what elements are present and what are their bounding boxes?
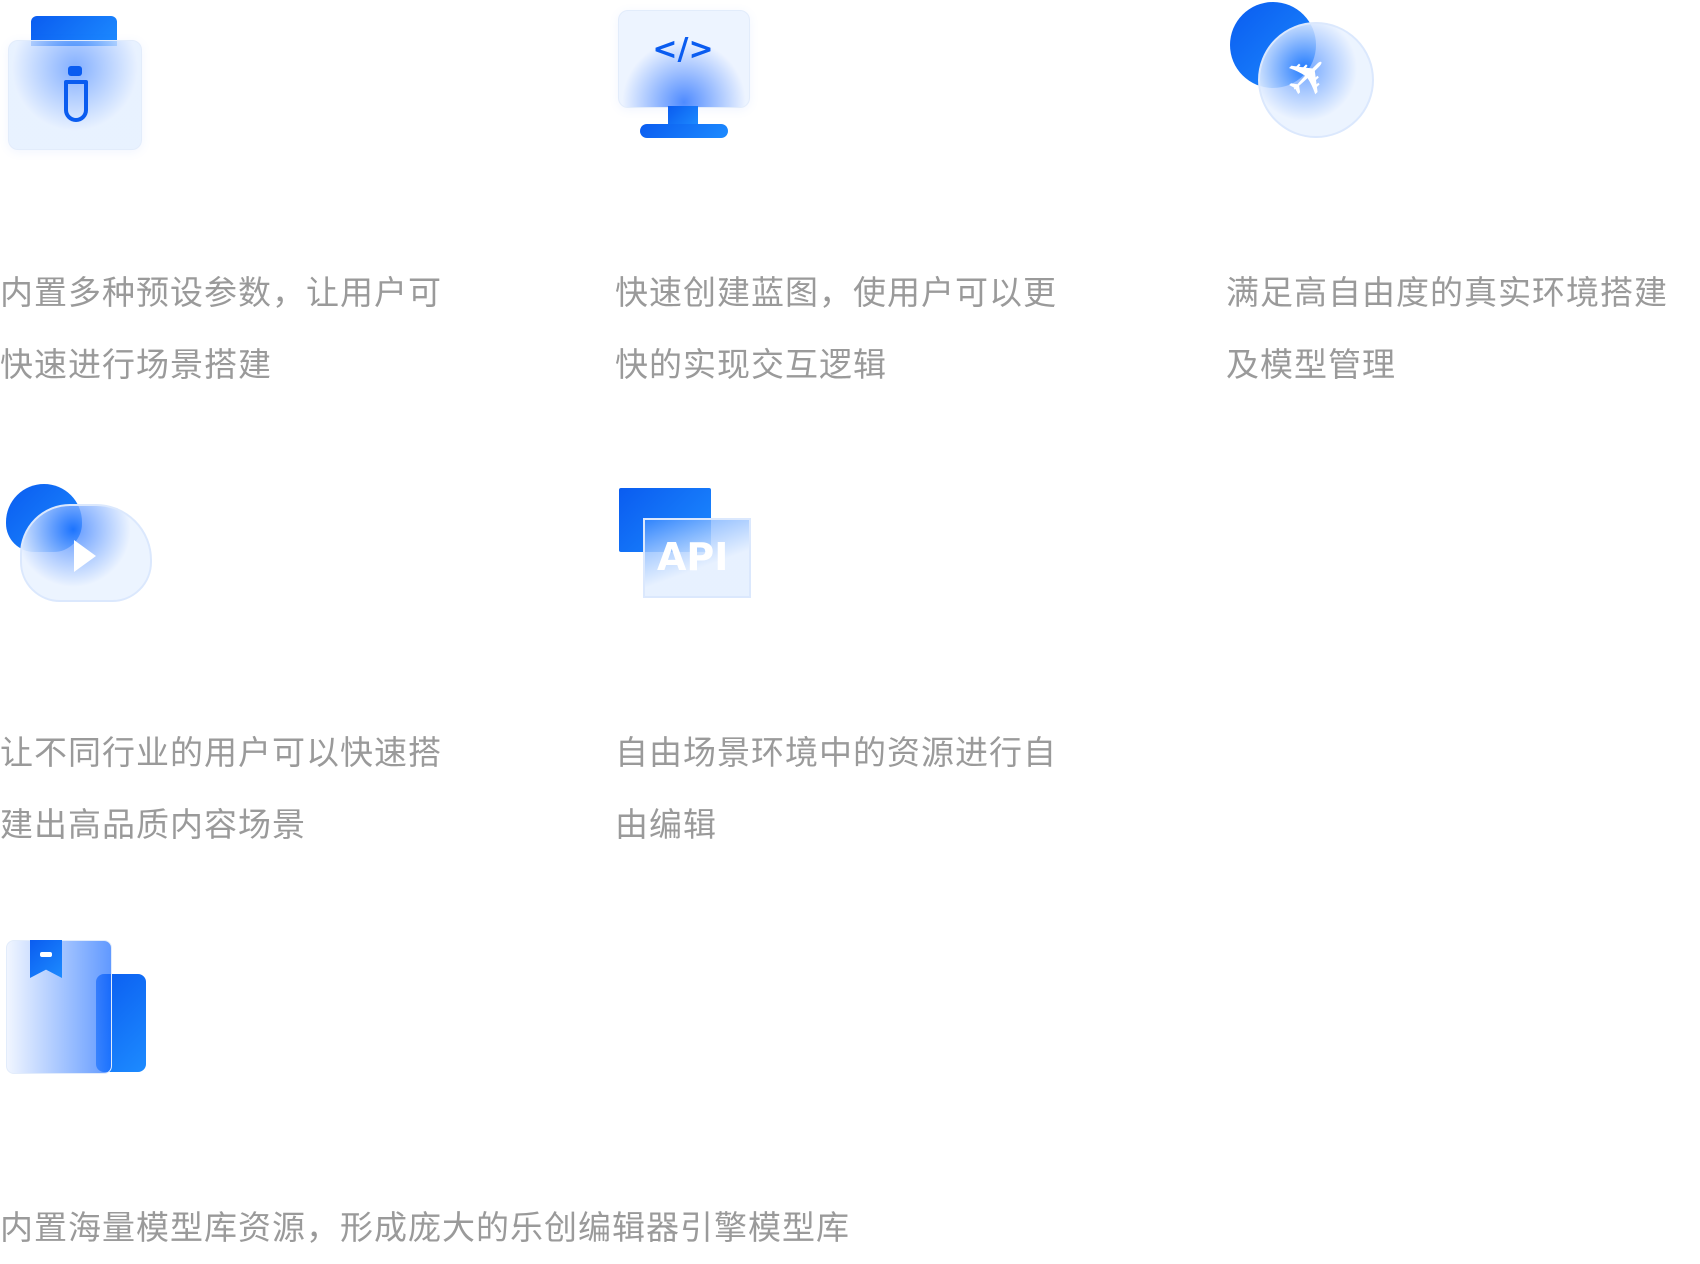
description-line: 内置多种预设参数，让用户可 [0, 273, 442, 312]
model-library-book-icon [6, 940, 156, 1075]
api-label: API [657, 535, 729, 579]
code-monitor-icon: </> [618, 10, 768, 145]
feature-description: 快速创建蓝图，使用户可以更 快的实现交互逻辑 [615, 257, 1057, 401]
feature-description: 内置多种预设参数，让用户可 快速进行场景搭建 [0, 257, 442, 401]
description-line: 快速创建蓝图，使用户可以更 [615, 273, 1057, 312]
feature-description: 让不同行业的用户可以快速搭 建出高品质内容场景 [0, 717, 442, 861]
description-line: 内置海量模型库资源，形成庞大的乐创编辑器引擎模型库 [0, 1208, 850, 1247]
cloud-play-icon [4, 480, 154, 615]
tie-briefcase-icon [6, 14, 156, 150]
description-line: 快速进行场景搭建 [0, 345, 272, 384]
description-line: 由编辑 [615, 805, 717, 844]
feature-description: 内置海量模型库资源，形成庞大的乐创编辑器引擎模型库 [0, 1192, 850, 1264]
description-line: 及模型管理 [1226, 345, 1396, 384]
description-line: 让不同行业的用户可以快速搭 [0, 733, 442, 772]
description-line: 自由场景环境中的资源进行自 [615, 733, 1057, 772]
description-line: 建出高品质内容场景 [0, 805, 306, 844]
feature-description: 满足高自由度的真实环境搭建 及模型管理 [1226, 257, 1668, 401]
airplane-globe-icon: ✈ [1228, 2, 1378, 138]
api-icon: API [619, 488, 769, 623]
description-line: 快的实现交互逻辑 [615, 345, 887, 384]
description-line: 满足高自由度的真实环境搭建 [1226, 273, 1668, 312]
code-symbol: </> [652, 32, 714, 67]
feature-description: 自由场景环境中的资源进行自 由编辑 [615, 717, 1057, 861]
